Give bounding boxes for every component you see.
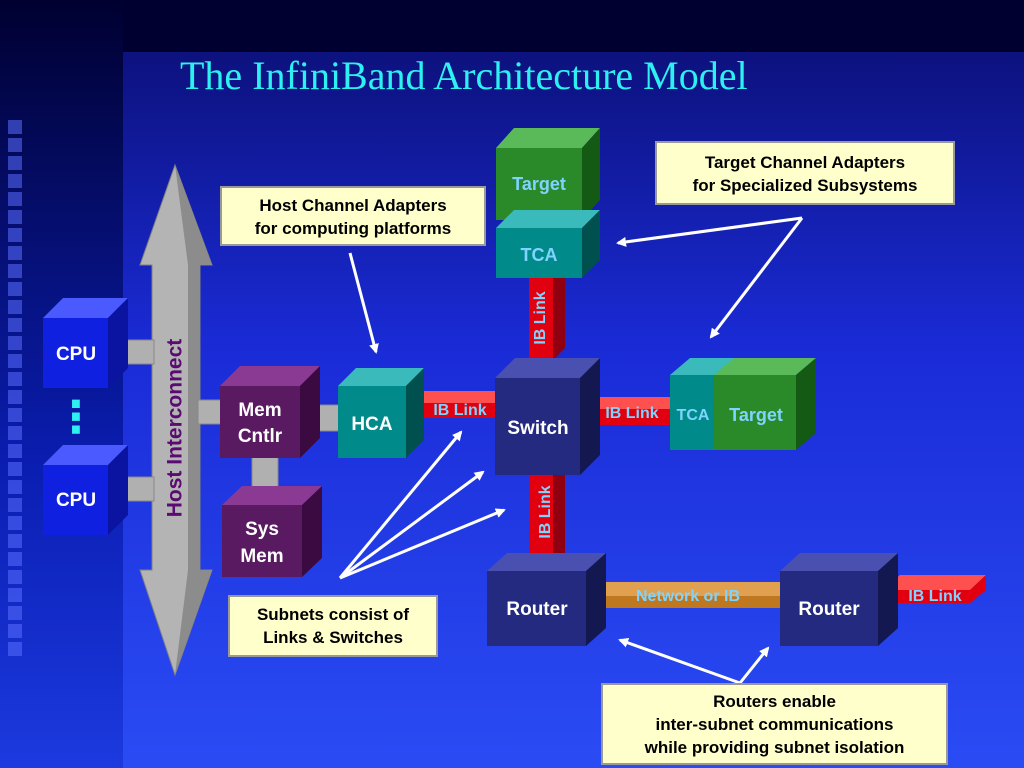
ib-link-switch-tca: IB Link	[583, 397, 684, 425]
decorative-square	[8, 300, 22, 314]
ib-link-tca-switch: IB Link	[529, 266, 565, 360]
decorative-square	[8, 138, 22, 152]
ib-link-router-out-label: IB Link	[908, 588, 961, 605]
caption-tca: Target Channel Adapters for Specialized …	[655, 141, 955, 205]
decorative-square	[8, 372, 22, 386]
target-top-label: Target	[512, 174, 566, 194]
decorative-square	[8, 642, 22, 656]
decorative-square	[8, 606, 22, 620]
decorative-square	[8, 228, 22, 242]
ib-link-router-out: IB Link	[882, 575, 986, 605]
decorative-square	[8, 210, 22, 224]
decorative-square	[8, 354, 22, 368]
decorative-square	[8, 282, 22, 296]
decorative-square	[8, 552, 22, 566]
cpu-block-bottom: CPU	[43, 445, 128, 535]
tca-right-label: TCA	[677, 407, 710, 424]
cpu-top-label: CPU	[56, 344, 96, 365]
target-block-top: Target	[496, 128, 600, 220]
target-block-right: Target	[714, 358, 816, 450]
caption-subnets-line-1: Subnets consist of	[256, 605, 410, 624]
ib-link-hca-switch-label: IB Link	[433, 402, 486, 419]
decorative-square	[8, 264, 22, 278]
decorative-square	[8, 588, 22, 602]
decorative-square	[8, 390, 22, 404]
caption-arrows	[338, 216, 804, 685]
sys-mem-label-1: Sys	[245, 519, 279, 540]
decorative-square	[8, 120, 22, 134]
hca-block: HCA	[338, 368, 424, 458]
caption-tca-line-1: Target Channel Adapters	[704, 153, 906, 172]
router-left-label: Router	[506, 599, 568, 620]
caption-subnets-line-2: Links & Switches	[263, 628, 403, 647]
caption-tca-line-2: for Specialized Subsystems	[692, 176, 918, 195]
mem-cntlr-label-2: Cntlr	[238, 426, 283, 447]
router-block-right: Router	[780, 553, 898, 646]
switch-label: Switch	[507, 418, 568, 439]
host-interconnect-label: Host Interconnect	[164, 339, 187, 518]
tca-block-right: TCA	[670, 358, 740, 450]
switch-block: Switch	[495, 358, 600, 475]
ib-link-tca-switch-label: IB Link	[532, 291, 549, 344]
decorative-square	[8, 246, 22, 260]
caption-subnets: Subnets consist of Links & Switches	[228, 595, 438, 657]
decorative-square	[8, 480, 22, 494]
network-link-label: Network or IB	[636, 588, 740, 605]
target-right-label: Target	[729, 405, 783, 425]
caption-routers: Routers enable inter-subnet communicatio…	[601, 683, 948, 765]
decorative-square	[8, 192, 22, 206]
decorative-square	[8, 336, 22, 350]
caption-hca-line-2: for computing platforms	[254, 219, 452, 238]
router-right-label: Router	[798, 599, 860, 620]
hca-label: HCA	[351, 414, 392, 435]
decorative-square	[8, 426, 22, 440]
host-interconnect-arrow: Host Interconnect	[139, 163, 213, 677]
ib-link-hca-switch: IB Link	[408, 391, 510, 419]
cpu-ellipsis: ⋮	[54, 392, 98, 443]
slide-title: The InfiniBand Architecture Model	[180, 53, 748, 98]
decorative-square	[8, 444, 22, 458]
caption-routers-line-3: while providing subnet isolation	[644, 738, 905, 757]
sys-mem-block: Sys Mem	[222, 486, 322, 577]
decorative-square	[8, 624, 22, 638]
network-link: Network or IB	[585, 582, 792, 608]
caption-routers-line-2: inter-subnet communications	[655, 715, 894, 734]
cpu-block-top: CPU	[43, 298, 128, 388]
top-band	[123, 0, 1024, 52]
mem-cntlr-label-1: Mem	[238, 400, 281, 421]
decorative-square	[8, 174, 22, 188]
decorative-square	[8, 408, 22, 422]
router-block-left: Router	[487, 553, 606, 646]
decorative-square	[8, 498, 22, 512]
caption-hca-line-1: Host Channel Adapters	[259, 196, 447, 215]
decorative-square	[8, 318, 22, 332]
ib-link-switch-tca-label: IB Link	[605, 405, 658, 422]
decorative-square	[8, 156, 22, 170]
decorative-square	[8, 516, 22, 530]
caption-routers-line-1: Routers enable	[713, 692, 836, 711]
decorative-square	[8, 570, 22, 584]
tca-top-label: TCA	[521, 245, 558, 265]
decorative-square	[8, 534, 22, 548]
cpu-bottom-label: CPU	[56, 490, 96, 511]
decorative-square	[8, 462, 22, 476]
caption-hca: Host Channel Adapters for computing plat…	[220, 186, 486, 246]
tca-block-top: TCA	[496, 210, 600, 278]
ib-link-switch-router-label: IB Link	[537, 485, 554, 538]
sys-mem-label-2: Mem	[240, 546, 283, 567]
mem-cntlr-block: Mem Cntlr	[220, 366, 320, 458]
